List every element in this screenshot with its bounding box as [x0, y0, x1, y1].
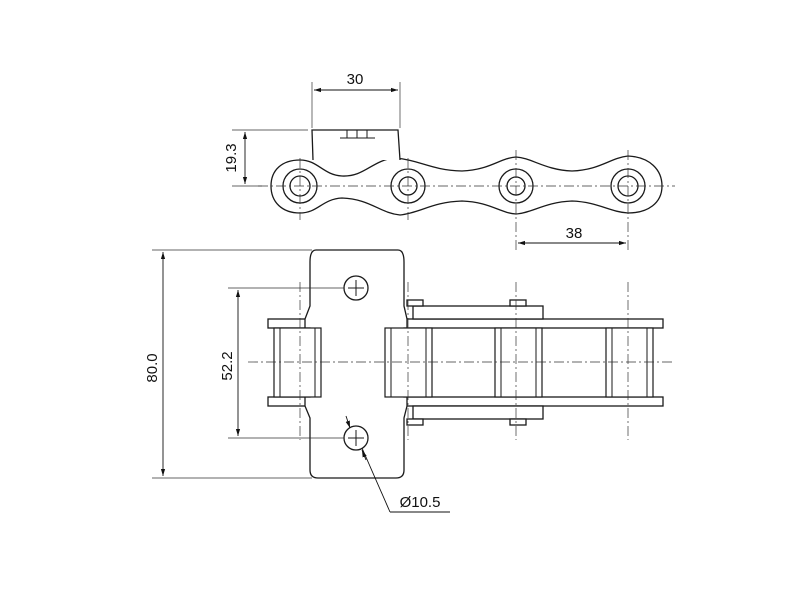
pin-head-2-top: [406, 299, 424, 307]
side-view: 30 19.3 38: [223, 71, 675, 250]
pin-head-2-bottom: [406, 418, 424, 426]
roller-2: [384, 327, 433, 398]
roller-3: [494, 327, 543, 398]
attachment-hole-top: [343, 275, 369, 301]
dim-38-label: 38: [566, 225, 583, 242]
pin-head-3-top: [509, 299, 527, 307]
lower-link-plate: [399, 396, 664, 407]
dim-diameter-label: Ø10.5: [400, 494, 441, 511]
top-view: 80.0 52.2 Ø10.5: [144, 249, 675, 513]
roller-1: [273, 327, 322, 398]
outer-plate-bottom: [412, 405, 544, 420]
dia-arrow-top: [345, 415, 351, 429]
roller-4: [605, 327, 654, 398]
attachment-hole-bottom: [343, 425, 369, 451]
attachment-plate-side: [311, 129, 401, 161]
upper-link-plate: [399, 318, 664, 329]
outer-plate-top: [412, 305, 544, 320]
dim-19-label: 19.3: [223, 143, 240, 172]
dia-leader: [361, 447, 391, 513]
pin-head-3-bottom: [509, 418, 527, 426]
dim-30-label: 30: [347, 71, 364, 88]
attachment-block: [304, 249, 408, 479]
dim-52-label: 52.2: [219, 351, 236, 380]
side-view-link-outline: [270, 155, 663, 216]
dia-arrow-bottom: [361, 449, 367, 461]
dim-80-label: 80.0: [144, 353, 161, 382]
